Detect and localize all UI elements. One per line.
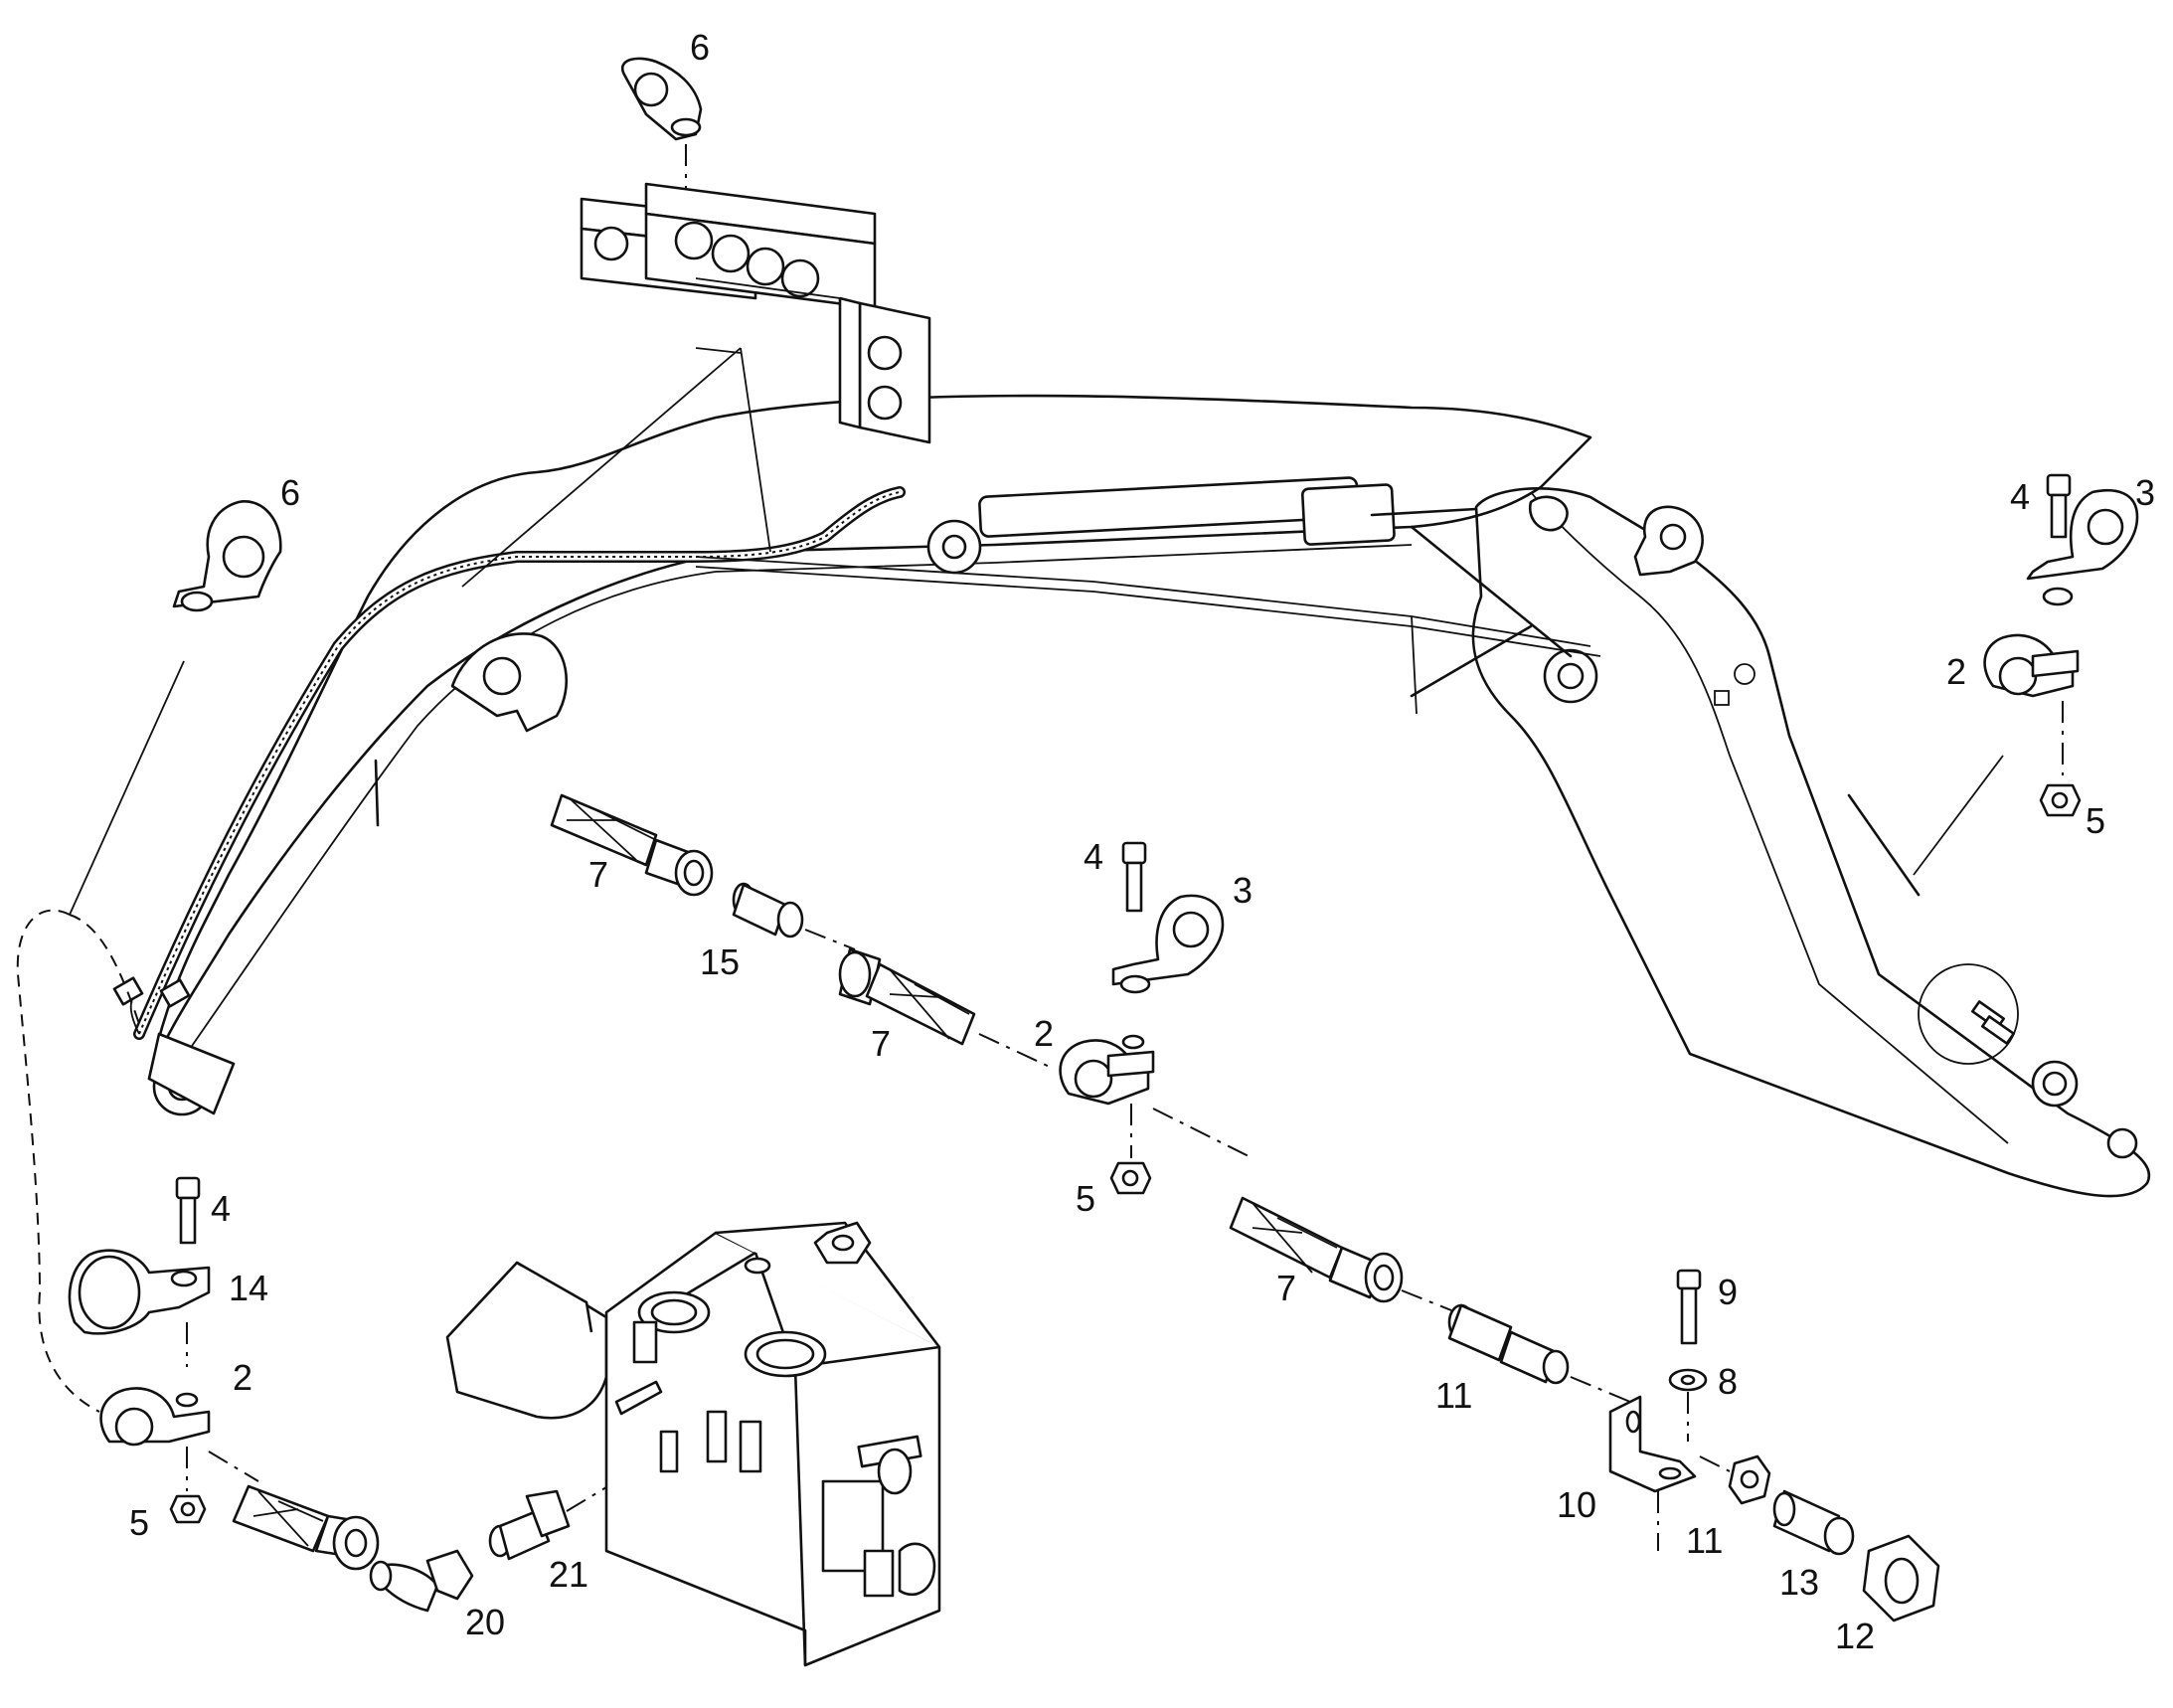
callout-11-upper: 11 [1435,1375,1473,1416]
boom-hoses [112,486,1601,1040]
callout-6-left: 6 [280,472,301,513]
callout-10: 10 [1557,1484,1597,1525]
arm [1410,487,2151,1198]
callout-8: 8 [1718,1361,1739,1402]
clamp-block-assembly [461,57,931,588]
callout-6-top: 6 [690,27,711,68]
callout-15: 15 [700,941,741,982]
callout-4-top-right: 4 [2010,476,2031,517]
callout-2-lower-left: 2 [233,1357,253,1398]
bracket-assembly [1608,1269,1940,1623]
callout-7-upper: 7 [588,854,609,895]
clamp-stack-middle [1059,841,1225,1195]
fittings [550,793,1631,1403]
callout-3-top-right: 3 [2135,472,2156,513]
callout-11-lower: 11 [1686,1520,1724,1561]
boom-cylinder [926,476,1478,575]
callout-13: 13 [1779,1562,1820,1603]
callout-2-middle: 2 [1034,1013,1055,1054]
callout-14: 14 [229,1268,269,1308]
callout-7-lower: 7 [1276,1268,1297,1308]
boom [147,394,1598,1116]
callout-5-middle: 5 [1076,1178,1096,1219]
callout-5-top-right: 5 [2086,800,2106,841]
callout-4-middle: 4 [1084,836,1104,877]
clamp-6-left [16,500,282,1413]
clamp-stack-lower-left [68,1176,717,1613]
callout-12: 12 [1835,1616,1876,1656]
callout-5-lower-left: 5 [129,1502,150,1543]
callout-21: 21 [549,1554,589,1595]
valve-block [445,1221,941,1667]
callout-3-middle: 3 [1233,870,1254,911]
callout-20: 20 [465,1602,506,1642]
callout-7-middle: 7 [871,1023,892,1064]
clamp-stack-top-right [1913,473,2139,876]
callout-2-top-right: 2 [1946,651,1967,692]
callout-9: 9 [1718,1272,1739,1312]
callout-4-lower-left: 4 [211,1188,232,1229]
